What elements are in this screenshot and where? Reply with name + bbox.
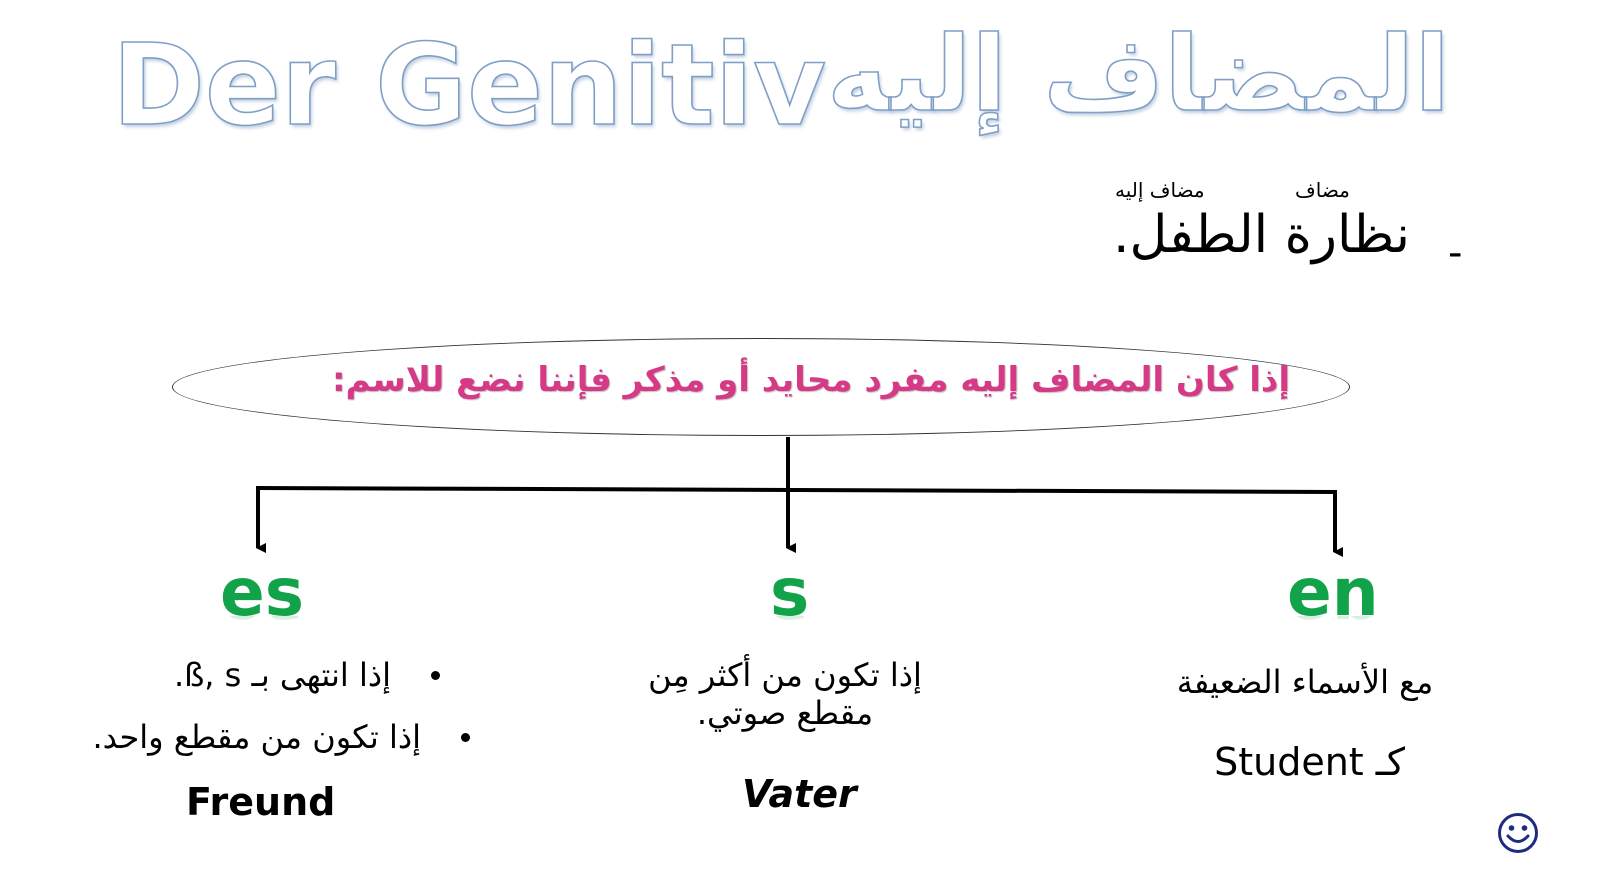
ending-s-reflection: s bbox=[770, 616, 809, 638]
es-condition-1: إذا انتهى بـ ß, s. bbox=[110, 656, 440, 694]
s-example-word: Vater bbox=[742, 772, 857, 816]
s-condition: إذا تكون من أكثر مِن مقطع صوتي. bbox=[620, 656, 950, 733]
example-phrase: نظارة الطفل. bbox=[1112, 205, 1410, 265]
s-condition-line-2: مقطع صوتي. bbox=[696, 694, 874, 733]
tree-horizontal-bar bbox=[255, 486, 1338, 494]
es-condition-1-text: إذا انتهى بـ ß, s. bbox=[173, 656, 391, 694]
ending-es-reflection: es bbox=[220, 616, 304, 638]
smiley-icon bbox=[1498, 813, 1538, 853]
label-mudaf-ilayh: مضاف إليه bbox=[1115, 178, 1205, 202]
example-bullet-dash: - bbox=[1448, 230, 1463, 276]
rule-text: إذا كان المضاف إليه مفرد محايد أو مذكر ف… bbox=[331, 360, 1290, 400]
ending-en: en bbox=[1287, 554, 1379, 631]
en-example-word: كـ Student bbox=[1214, 740, 1405, 784]
en-condition: مع الأسماء الضعيفة bbox=[1176, 663, 1434, 701]
ending-es: es bbox=[220, 554, 305, 631]
es-condition-2: إذا تكون من مقطع واحد. bbox=[28, 718, 470, 756]
bullet-icon bbox=[431, 670, 440, 680]
s-condition-line-1: إذا تكون من أكثر مِن bbox=[648, 656, 922, 694]
ending-en-reflection: en bbox=[1287, 616, 1379, 638]
ending-s: s bbox=[770, 554, 810, 631]
es-example-word: Freund bbox=[186, 780, 336, 824]
es-condition-2-text: إذا تكون من مقطع واحد. bbox=[92, 718, 421, 756]
label-mudaf: مضاف bbox=[1295, 178, 1350, 202]
rule-ellipse bbox=[172, 338, 1350, 436]
arabic-title: المضاف إليه bbox=[826, 13, 1451, 135]
bullet-icon bbox=[461, 732, 470, 742]
german-title: Der Genitiv bbox=[111, 21, 827, 151]
